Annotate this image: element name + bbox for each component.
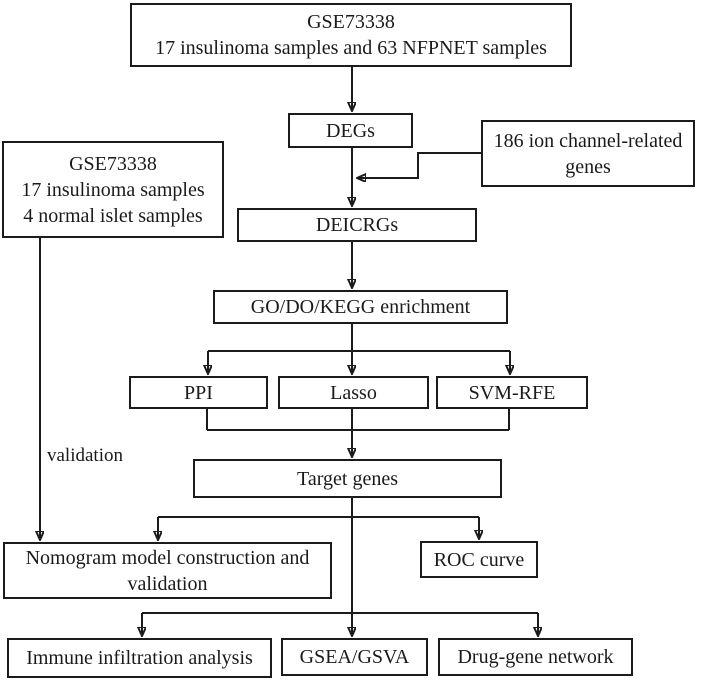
node-ion-channel-genes: 186 ion channel-related genes: [481, 120, 695, 187]
node-text-line: 186 ion channel-related: [493, 129, 683, 152]
node-text-line: GSE73338: [69, 152, 157, 175]
node-text-line: 17 insulinoma samples and 63 NFPNET samp…: [155, 37, 547, 59]
node-validation-cohort: GSE73338 17 insulinoma samples 4 normal …: [2, 141, 224, 238]
node-discovery-cohort: GSE73338 17 insulinoma samples and 63 NF…: [130, 3, 572, 67]
node-text-line: PPI: [184, 381, 213, 404]
node-immune-infiltration: Immune infiltration analysis: [7, 638, 272, 678]
node-text-line: 4 normal islet samples: [23, 204, 203, 227]
node-text-line: 17 insulinoma samples: [21, 178, 205, 201]
node-text-line: Nomogram model construction and: [25, 546, 310, 569]
node-lasso: Lasso: [278, 376, 429, 409]
node-text-line: Immune infiltration analysis: [26, 647, 253, 669]
node-gsea-gsva: GSEA/GSVA: [281, 638, 428, 676]
node-nomogram: Nomogram model construction and validati…: [3, 542, 332, 599]
node-text-line: Lasso: [330, 381, 377, 404]
edge-label-validation: validation: [47, 445, 123, 467]
node-svm-rfe: SVM-RFE: [436, 376, 588, 409]
node-text-line: SVM-RFE: [468, 381, 556, 404]
node-degs: DEGs: [288, 113, 413, 148]
node-deicrgs: DEICRGs: [237, 208, 477, 242]
node-text-line: validation: [127, 572, 208, 595]
node-target-genes: Target genes: [193, 459, 502, 498]
node-text-line: GO/DO/KEGG enrichment: [250, 296, 471, 318]
node-text-line: DEICRGs: [315, 214, 399, 236]
node-text-line: DEGs: [326, 119, 375, 142]
node-text-line: GSEA/GSVA: [299, 646, 410, 668]
node-text-line: genes: [565, 155, 611, 178]
edge-ion-genes-to-junction: [357, 152, 481, 178]
node-text-line: ROC curve: [433, 548, 525, 571]
node-text-line: Target genes: [297, 467, 398, 490]
node-enrichment: GO/DO/KEGG enrichment: [213, 290, 508, 324]
node-text-line: GSE73338: [307, 11, 395, 33]
node-roc-curve: ROC curve: [420, 541, 538, 578]
node-drug-gene-network: Drug-gene network: [438, 638, 633, 676]
node-text-line: Drug-gene network: [457, 646, 614, 668]
node-ppi: PPI: [129, 376, 268, 409]
